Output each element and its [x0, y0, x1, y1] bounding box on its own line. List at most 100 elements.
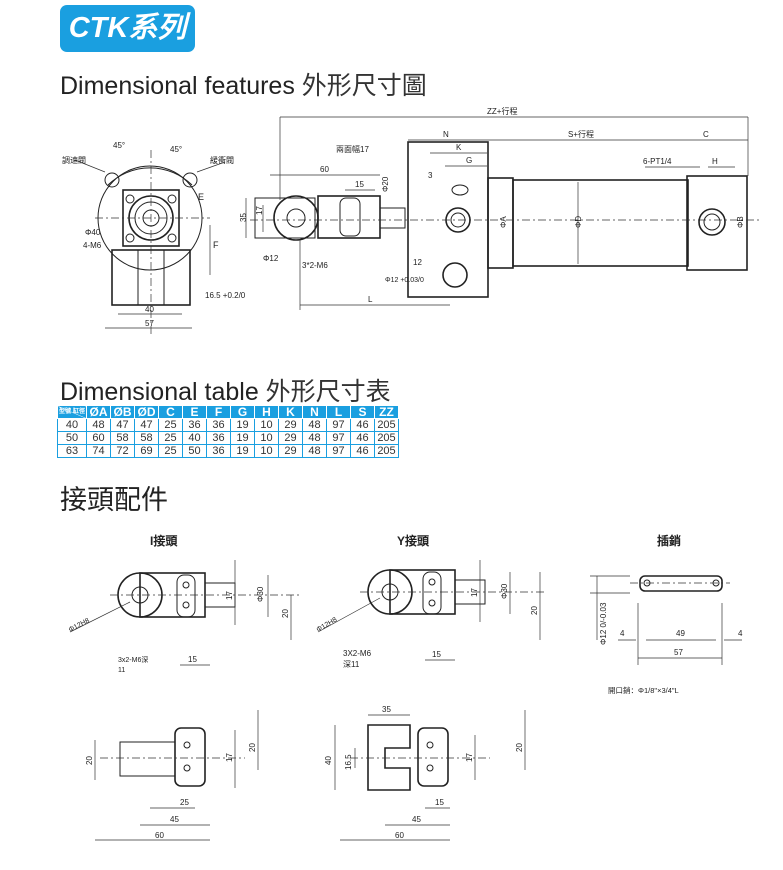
y-joint-title: Y接頭 [397, 533, 430, 548]
cotter-pin-label: 開口銷：Φ1/8"×3/4"L [608, 685, 679, 695]
dim-40-label: 40 [324, 756, 333, 765]
thread-label: 3x2-M6深 [118, 655, 148, 664]
front-view-drawing: 調速閥 緩衝閥 45° 45° E F Φ40 4-M6 40 57 16.5 … [62, 141, 246, 335]
phi-d-label: ΦD [574, 216, 583, 228]
dim-15-label: 15 [355, 180, 364, 189]
features-heading: Dimensional features 外形尺寸圖 [60, 66, 427, 102]
dim-60-label: 60 [155, 831, 164, 840]
dim-s-label: S+行程 [568, 129, 594, 139]
dim-20-label: 20 [281, 609, 290, 618]
phi20-label: Φ20 [381, 176, 390, 192]
dim-15-label: 15 [432, 650, 441, 659]
y-joint-drawing: Y接頭 Φ12H8 3X2-M6 深11 15 17 Φ30 20 35 40 [316, 533, 545, 841]
table-cell: 47 [134, 418, 159, 432]
features-heading-en: Dimensional features [60, 72, 295, 100]
dim-c-label: C [703, 130, 709, 139]
height-16-5-label: 16.5 +0.2/0 [205, 291, 246, 300]
dim-12-label: 12 [413, 258, 422, 267]
side-17-label: 17 [225, 753, 234, 762]
dim-57-label: 57 [674, 648, 683, 657]
side-view-drawing: ZZ+行程 N S+行程 C K G H 6-PT1/4 兩面幅17 60 15… [239, 106, 760, 310]
phi30-label: Φ30 [500, 583, 509, 599]
dim-n-label: N [443, 130, 449, 139]
dim-49-label: 49 [676, 629, 685, 638]
phi-a-label: ΦA [499, 216, 508, 228]
pin-dia-label: Φ12 +0.03/0 [385, 277, 424, 284]
side-17-label: 17 [465, 753, 474, 762]
table-heading-cn: 外形尺寸表 [265, 377, 391, 406]
pin-drawing: 插銷 Φ12 0/-0.03 4 49 4 57 開口銷：Φ1/8"×3/4"L [590, 533, 743, 695]
bore-cell: 50 [57, 431, 87, 445]
table-cell: 58 [134, 431, 159, 445]
side-20-label: 20 [85, 756, 94, 765]
thread-label: 3*2-M6 [302, 261, 328, 270]
m6-label: 4-M6 [83, 241, 102, 250]
table-heading-en: Dimensional table [60, 378, 259, 406]
width-40-label: 40 [145, 305, 154, 314]
pin-title: 插銷 [657, 533, 681, 548]
table-cell: 48 [302, 444, 327, 458]
dim-25-label: 25 [180, 798, 189, 807]
side-20-label: 20 [515, 743, 524, 752]
thread-label: 3X2-M6 [343, 649, 372, 658]
dim-f-label: F [213, 240, 219, 250]
dim-60-label: 60 [395, 831, 404, 840]
phi40-label: Φ40 [85, 228, 101, 237]
dim-17-label: 17 [470, 588, 479, 597]
table-cell: 10 [254, 431, 279, 445]
dim-zz-label: ZZ+行程 [487, 106, 517, 116]
table-heading: Dimensional table 外形尺寸表 [60, 372, 391, 408]
dim-15-label: 15 [188, 655, 197, 664]
col-header: ZZ [374, 405, 399, 419]
table-cell: 36 [182, 418, 207, 432]
table-cell: 25 [158, 431, 183, 445]
col-header: F [206, 405, 231, 419]
dim-4-right-label: 4 [738, 629, 743, 638]
port-label: 6-PT1/4 [643, 157, 672, 166]
phi-b-label: ΦB [736, 216, 745, 228]
table-cell: 46 [350, 431, 375, 445]
dim-35-label: 35 [382, 705, 391, 714]
width-57-label: 57 [145, 319, 154, 328]
dim-20-label: 20 [530, 606, 539, 615]
col-header: E [182, 405, 207, 419]
cushion-valve-label: 緩衝閥 [210, 155, 234, 165]
col-header: ØB [110, 405, 135, 419]
dim-l-label: L [368, 295, 373, 304]
table-cell: 205 [374, 444, 399, 458]
wrench-flats-label: 兩面幅17 [336, 144, 369, 154]
phi12-label: Φ12 [263, 254, 279, 263]
table-header-row: 缸徑型號 ØA ØB ØD C E F G H K N L S ZZ [57, 405, 399, 419]
phi30-label: Φ30 [256, 586, 265, 602]
table-cell: 60 [86, 431, 111, 445]
accessories-heading: 接頭配件 [60, 485, 168, 516]
angle-right-label: 45° [170, 145, 182, 154]
hole-label: Φ12H8 [316, 616, 339, 633]
table-cell: 29 [278, 418, 303, 432]
dim-16-5-label: 16.5 [344, 754, 353, 770]
side-20b-label: 20 [248, 743, 257, 752]
side-15-label: 15 [435, 798, 444, 807]
bore-cell: 63 [57, 444, 87, 458]
hole-label: Φ12H8 [68, 617, 91, 633]
speed-valve-label: 調速閥 [62, 155, 86, 165]
dim-60-label: 60 [320, 165, 329, 174]
dim-g-label: G [466, 156, 472, 165]
series-badge: CTK系列 [60, 5, 195, 52]
i-joint-drawing: I接頭 Φ12H8 3x2-M6深 11 15 17 Φ30 20 20 17 … [68, 533, 300, 841]
table-cell: 97 [326, 444, 351, 458]
dim-35-label: 35 [239, 213, 248, 222]
features-heading-cn: 外形尺寸圖 [301, 71, 427, 100]
table-cell: 72 [110, 444, 135, 458]
dim-3-label: 3 [428, 171, 433, 180]
dim-e-label: E [198, 192, 204, 202]
angle-left-label: 45° [113, 141, 125, 150]
corner-bottom: 型號 [59, 409, 72, 415]
pin-dia-label: Φ12 0/-0.03 [599, 602, 608, 645]
col-header: ØD [134, 405, 159, 419]
dim-17-label: 17 [255, 206, 264, 215]
